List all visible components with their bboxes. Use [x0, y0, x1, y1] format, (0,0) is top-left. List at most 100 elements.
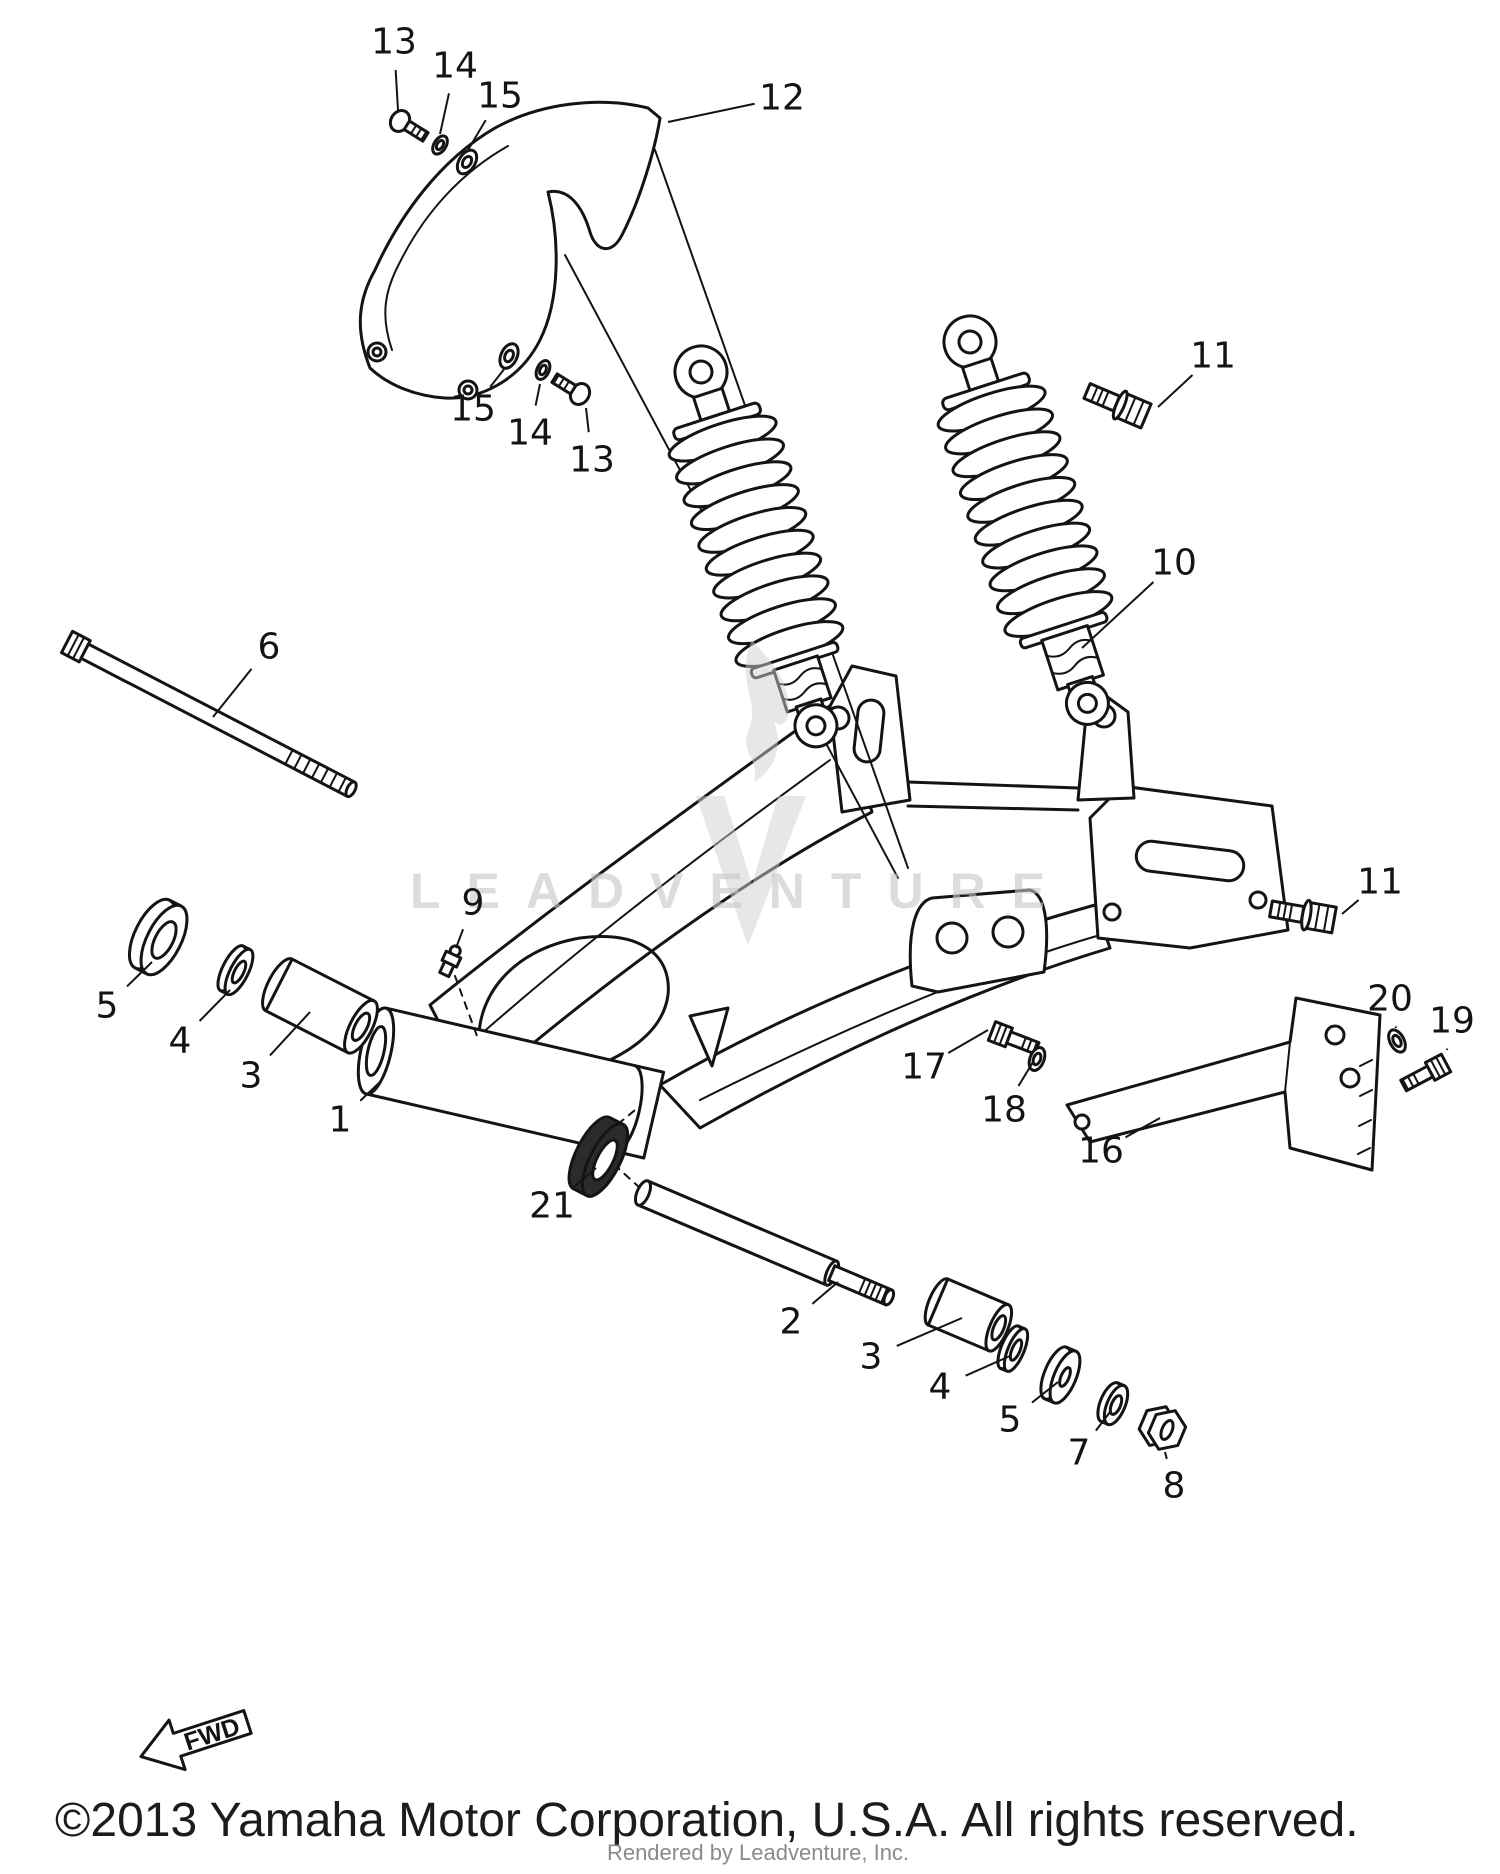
- callout-leader-15-mid: [489, 367, 506, 388]
- watermark: LEADVENTURE: [410, 640, 1071, 946]
- far-plate-hole: [1248, 890, 1268, 910]
- guard-lockwasher-top: [431, 134, 449, 156]
- shock-bolt-upper: [1082, 382, 1153, 430]
- shock-spring-coils: [663, 405, 849, 678]
- pivot-nut: [1137, 1405, 1188, 1451]
- swingarm-drawing: [356, 664, 1290, 1160]
- callout-label-18: 18: [981, 1090, 1027, 1131]
- shock-absorber-right: [932, 314, 1118, 726]
- fwd-arrow: FWD: [139, 1709, 253, 1772]
- callout-leader-13-mid: [585, 407, 590, 433]
- swingarm-near-beam-edge: [479, 759, 831, 1036]
- axle-align-line: [617, 1167, 641, 1189]
- pivot-bushing-left: [261, 957, 379, 1055]
- callout-label-7: 7: [1068, 1433, 1091, 1474]
- callout-label-14-mid: 14: [507, 413, 553, 454]
- bracket-bolt-rear: [1399, 1052, 1453, 1093]
- bracket-bolt-front: [986, 1020, 1041, 1056]
- callout-label-17: 17: [901, 1047, 947, 1088]
- callout-label-15-top: 15: [477, 76, 523, 117]
- callout-label-4-right: 4: [929, 1367, 952, 1408]
- callout-leader-4-left: [198, 989, 231, 1022]
- swingarm-cross-member: [906, 780, 1080, 812]
- callout-leader-16: [1124, 1117, 1161, 1139]
- callout-leader-6: [212, 668, 253, 718]
- callout-leader-17: [947, 1029, 989, 1054]
- guard-lockwasher-bottom: [534, 359, 552, 381]
- bushing-align-line: [617, 1105, 641, 1125]
- callout-leader-14-mid: [534, 383, 541, 406]
- callout-label-11-upper: 11: [1190, 336, 1236, 377]
- callout-leader-3-right: [896, 1317, 963, 1347]
- callout-label-6: 6: [258, 627, 281, 668]
- callout-label-9: 9: [462, 883, 485, 924]
- brake-guide-tab: [688, 1006, 730, 1068]
- pivot-disc-washer: [1039, 1345, 1082, 1405]
- pivot-washer-left: [216, 944, 255, 997]
- swingarm-far-beam-edge: [699, 934, 1101, 1101]
- callout-label-13-top: 13: [371, 22, 417, 63]
- callout-label-8: 8: [1163, 1466, 1186, 1507]
- callout-label-20: 20: [1367, 979, 1413, 1020]
- callout-label-1: 1: [329, 1100, 352, 1141]
- shock-bolt-lower: [1268, 898, 1338, 935]
- near-axle-slot: [852, 698, 886, 764]
- fwd-label: FWD: [181, 1712, 244, 1756]
- callout-leader-5-right: [1031, 1381, 1059, 1404]
- leadventure-flame-logo: [745, 640, 789, 782]
- callout-leader-3-left: [269, 1011, 311, 1057]
- bracket-washer-front: [1027, 1046, 1047, 1072]
- callout-leader-12: [667, 102, 755, 123]
- callout-label-15-mid: 15: [450, 389, 496, 430]
- callout-label-4-left: 4: [169, 1021, 192, 1062]
- callout-label-2: 2: [780, 1302, 803, 1343]
- callout-leader-14-top: [439, 93, 450, 135]
- gusset-hole: [935, 921, 969, 955]
- guard-screw-top: [388, 109, 430, 143]
- chain-guard-drawing: [358, 100, 662, 401]
- guard-washer-bottom: [498, 342, 520, 370]
- callout-leader-7: [1095, 1411, 1111, 1432]
- far-plate-hole: [1102, 902, 1122, 922]
- bracket-washer-rear: [1387, 1028, 1407, 1054]
- shock-spring-coils: [932, 375, 1118, 648]
- callout-label-11-right: 11: [1357, 862, 1403, 903]
- guard-washer-top: [455, 148, 479, 176]
- callout-leader-5-left: [126, 961, 153, 988]
- bracket-hole: [1339, 1067, 1361, 1089]
- callout-label-5-left: 5: [96, 986, 119, 1027]
- callout-label-16: 16: [1078, 1131, 1124, 1172]
- callout-label-14-top: 14: [432, 46, 478, 87]
- spring-washer: [1096, 1381, 1130, 1427]
- callout-leader-9: [455, 928, 465, 949]
- bracket-hole: [1324, 1024, 1346, 1046]
- callout-label-5-right: 5: [999, 1400, 1022, 1441]
- pivot-shaft-drawing: [633, 1179, 896, 1307]
- pivot-bushing-center: [567, 1115, 630, 1198]
- swingarm-gusset: [908, 888, 1049, 994]
- callout-leader-21: [572, 1167, 597, 1189]
- callout-leader-10: [1081, 581, 1155, 649]
- callout-leader-2: [811, 1281, 839, 1305]
- guard-screw-bottom: [550, 372, 592, 406]
- callout-label-19: 19: [1429, 1001, 1475, 1042]
- shock-absorber-left: [663, 344, 849, 749]
- callout-leader-13-top: [394, 69, 399, 111]
- callout-leader-18: [1017, 1061, 1034, 1087]
- callout-leader-1: [359, 1081, 381, 1102]
- bracket-hole: [1073, 1113, 1091, 1131]
- callout-leader-11-right: [1341, 899, 1360, 915]
- callout-leader-15-top: [467, 119, 487, 151]
- leadventure-v-logo: [696, 796, 806, 946]
- watermark-text: LEADVENTURE: [410, 863, 1071, 919]
- grease-fitting: [438, 944, 463, 979]
- rendered-by-text: Rendered by Leadventure, Inc.: [607, 1840, 909, 1865]
- callout-leader-11-upper: [1157, 374, 1194, 408]
- callout-label-13-mid: 13: [569, 440, 615, 481]
- callout-label-10: 10: [1151, 543, 1197, 584]
- pivot-bearing-left: [127, 897, 189, 977]
- far-axle-slot: [1134, 839, 1246, 883]
